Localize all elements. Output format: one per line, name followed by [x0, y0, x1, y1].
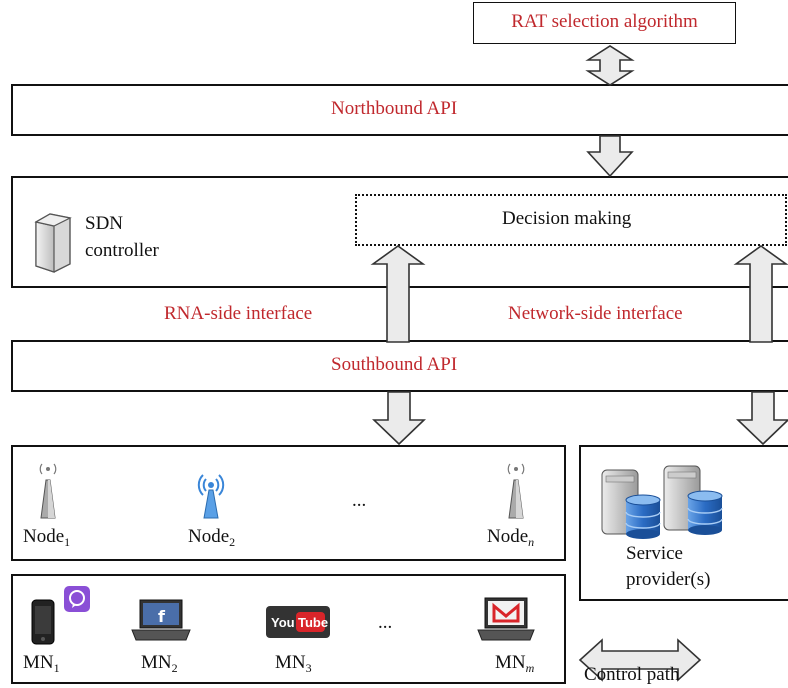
- arrow-rat-northbound: [585, 45, 635, 86]
- mn-1-base: MN: [23, 652, 54, 673]
- sdn-controller-label-line2: controller: [85, 240, 159, 261]
- control-path-label: Control path: [584, 664, 680, 685]
- node-1-subscript: 1: [64, 535, 71, 549]
- rat-selection-box: RAT selection algorithm: [473, 2, 736, 44]
- mns-ellipsis: ...: [378, 612, 393, 633]
- node-2-label: Node2: [188, 526, 235, 548]
- cell-tower-icon: [39, 463, 57, 519]
- youtube-you-text: You: [271, 615, 295, 630]
- sdn-controller-label-line1: SDN: [85, 213, 124, 234]
- nodes-ellipsis: ...: [352, 490, 367, 511]
- mn-m-subscript: m: [525, 661, 535, 675]
- decision-making-label: Decision making: [502, 208, 632, 229]
- facebook-letter: f: [158, 607, 166, 626]
- mn-3-subscript: 3: [305, 661, 312, 675]
- arrow-southbound-to-service-provider: [736, 391, 788, 446]
- node-2-subscript: 2: [229, 535, 236, 549]
- node-2-base: Node: [188, 526, 230, 547]
- database-server-icon: [601, 465, 723, 539]
- laptop-facebook-icon: f: [131, 599, 191, 641]
- node-1-base: Node: [23, 526, 65, 547]
- mn-2-subscript: 2: [171, 661, 178, 675]
- node-n-base: Node: [487, 526, 529, 547]
- server-tower-icon: [34, 213, 72, 273]
- viber-app-icon: [64, 586, 90, 612]
- mn-1-subscript: 1: [53, 661, 60, 675]
- arrow-southbound-to-decision-left: [370, 245, 426, 343]
- youtube-tube-text: Tube: [298, 615, 328, 630]
- rat-selection-label: RAT selection algorithm: [511, 11, 698, 32]
- arrow-southbound-to-nodes: [372, 391, 426, 446]
- northbound-api-layer: Northbound API: [11, 84, 788, 136]
- mn-2-base: MN: [141, 652, 172, 673]
- northbound-api-label: Northbound API: [331, 98, 458, 119]
- laptop-gmail-icon: [477, 597, 535, 641]
- cell-tower-icon: [507, 463, 525, 519]
- decision-making-box: Decision making: [355, 194, 787, 246]
- smartphone-icon: [31, 599, 55, 645]
- node-n-label: Noden: [487, 526, 534, 548]
- southbound-api-layer: Southbound API: [11, 340, 788, 392]
- wifi-access-point-icon: [197, 474, 225, 519]
- mn-3-base: MN: [275, 652, 306, 673]
- mn-m-base: MN: [495, 652, 526, 673]
- arrow-northbound-controller: [586, 135, 634, 178]
- mn-1-label: MN1: [23, 652, 60, 674]
- mn-m-label: MNm: [495, 652, 534, 674]
- node-n-subscript: n: [528, 535, 535, 549]
- arrow-southbound-to-decision-right: [733, 245, 788, 343]
- southbound-api-label: Southbound API: [331, 354, 458, 375]
- rna-side-interface-label: RNA-side interface: [164, 303, 313, 324]
- mn-3-label: MN3: [275, 652, 312, 674]
- youtube-logo-icon: You Tube: [266, 606, 330, 638]
- node-1-label: Node1: [23, 526, 70, 548]
- network-side-interface-label: Network-side interface: [508, 303, 683, 324]
- service-provider-label-line2: provider(s): [626, 569, 711, 590]
- nodes-box: [11, 445, 566, 561]
- service-provider-label-line1: Service: [626, 543, 683, 564]
- control-path-arrow-icon: [578, 638, 702, 682]
- mn-2-label: MN2: [141, 652, 178, 674]
